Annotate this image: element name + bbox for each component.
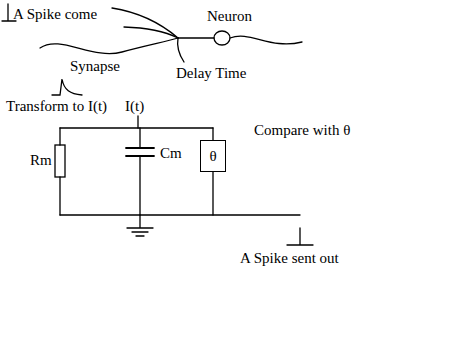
wire xyxy=(59,128,60,215)
dendrite-line xyxy=(40,38,178,54)
axon-line xyxy=(230,36,302,44)
spike-symbol xyxy=(287,228,313,245)
text-label: I(t) xyxy=(125,98,144,115)
ground-symbol xyxy=(127,215,153,236)
capacitor-symbol xyxy=(126,148,154,156)
leader-line xyxy=(178,38,184,62)
text-label: A Spike come xyxy=(13,6,97,23)
text-label: Neuron xyxy=(207,8,252,25)
text-label: Cm xyxy=(160,145,182,162)
wire xyxy=(137,116,138,128)
neuron-circle xyxy=(214,31,230,45)
text-label: Rm xyxy=(30,152,52,169)
threshold-text: θ xyxy=(209,148,216,165)
current-pulse xyxy=(52,79,82,95)
wire xyxy=(60,214,300,215)
dendrite-line xyxy=(124,27,178,38)
text-label: Synapse xyxy=(70,58,120,75)
wire xyxy=(139,128,140,215)
dendrite-line xyxy=(112,8,178,38)
text-label: Delay Time xyxy=(176,65,246,82)
wire xyxy=(60,127,213,128)
text-label: Transform to I(t) xyxy=(6,98,107,115)
text-label: Compare with θ xyxy=(254,122,350,139)
text-label: A Spike sent out xyxy=(240,250,339,267)
axon-line xyxy=(178,37,214,38)
resistor-symbol xyxy=(55,145,65,177)
threshold-box: θ xyxy=(200,140,226,172)
